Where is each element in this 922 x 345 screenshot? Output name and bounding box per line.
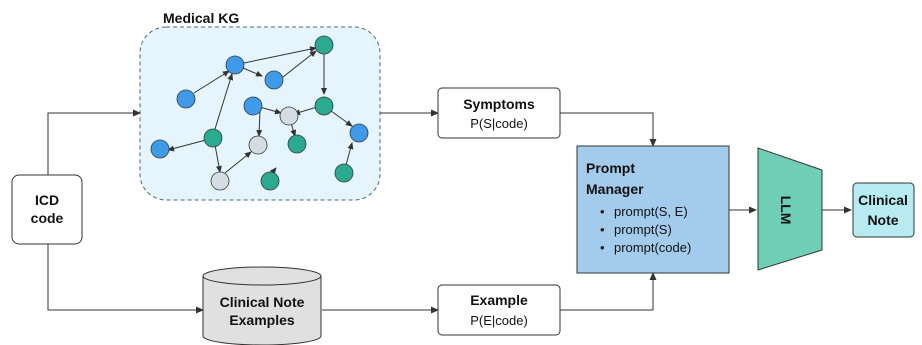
example-title: Example <box>470 292 528 308</box>
example-formula: P(E|code) <box>470 313 528 328</box>
kg-node-teal <box>203 128 223 148</box>
prompt-item-bullet: • <box>600 204 605 219</box>
db-label-line1: Clinical Note <box>220 294 305 310</box>
kg-node-blue <box>176 89 196 109</box>
symptoms-box: Symptoms P(S|code) <box>437 87 561 139</box>
kg-edge <box>345 142 354 166</box>
output-label-line2: Note <box>867 212 898 228</box>
kg-node-blue <box>243 96 263 116</box>
kg-nodes <box>150 35 369 191</box>
symptoms-formula: P(S|code) <box>470 116 528 131</box>
example-box: Example P(E|code) <box>437 284 561 336</box>
llm-block: LLM <box>757 147 823 271</box>
icd-label-line1: ICD <box>35 192 59 208</box>
kg-edge <box>243 46 317 64</box>
icd-label-line2: code <box>31 210 64 226</box>
symptoms-title: Symptoms <box>463 96 535 112</box>
arrow-symptoms-to-prompt <box>560 112 657 147</box>
kg-node-grey <box>279 106 299 126</box>
kg-node-teal <box>314 96 334 116</box>
prompt-manager-title-line1: Prompt <box>586 160 635 176</box>
kg-title: Medical KG <box>163 10 239 26</box>
kg-node-teal <box>314 35 334 55</box>
kg-edges <box>167 46 354 175</box>
prompt-item: prompt(code) <box>614 240 691 255</box>
prompt-item-bullet: • <box>600 240 605 255</box>
icd-code-box: ICD code <box>11 174 83 245</box>
output-label-line1: Clinical <box>858 192 908 208</box>
clinical-note-examples-db: Clinical Note Examples <box>202 266 322 345</box>
kg-edge <box>193 70 230 94</box>
db-label-line2: Examples <box>229 312 295 328</box>
kg-edge <box>282 50 317 78</box>
kg-node-blue <box>225 55 245 75</box>
kg-edge <box>290 122 297 137</box>
kg-edge <box>167 139 207 152</box>
prompt-manager-box: Prompt Manager • prompt(S, E) • prompt(S… <box>576 145 730 274</box>
prompt-item-bullet: • <box>600 222 605 237</box>
kg-node-teal <box>334 163 354 183</box>
kg-node-blue <box>150 139 170 159</box>
kg-node-blue <box>264 70 284 90</box>
kg-edge <box>256 109 263 137</box>
kg-node-grey <box>248 135 268 155</box>
kg-node-teal <box>287 134 307 154</box>
kg-edge <box>214 73 234 130</box>
kg-edge <box>224 151 252 174</box>
kg-node-teal <box>260 171 280 191</box>
connectors <box>47 109 852 314</box>
clinical-note-output: Clinical Note <box>852 182 915 238</box>
prompt-manager-title-line2: Manager <box>586 181 644 197</box>
kg-node-grey <box>210 171 230 191</box>
prompt-item: prompt(S) <box>614 222 672 237</box>
arrow-icd-to-kg <box>47 109 141 175</box>
kg-edge <box>330 110 353 127</box>
kg-edge <box>242 67 263 77</box>
prompt-item: prompt(S, E) <box>614 204 688 219</box>
arrow-example-to-prompt <box>560 272 657 311</box>
llm-label: LLM <box>778 196 794 225</box>
kg-edge <box>214 144 222 173</box>
arrow-icd-to-examples <box>47 244 204 314</box>
kg-node-blue <box>349 123 369 143</box>
